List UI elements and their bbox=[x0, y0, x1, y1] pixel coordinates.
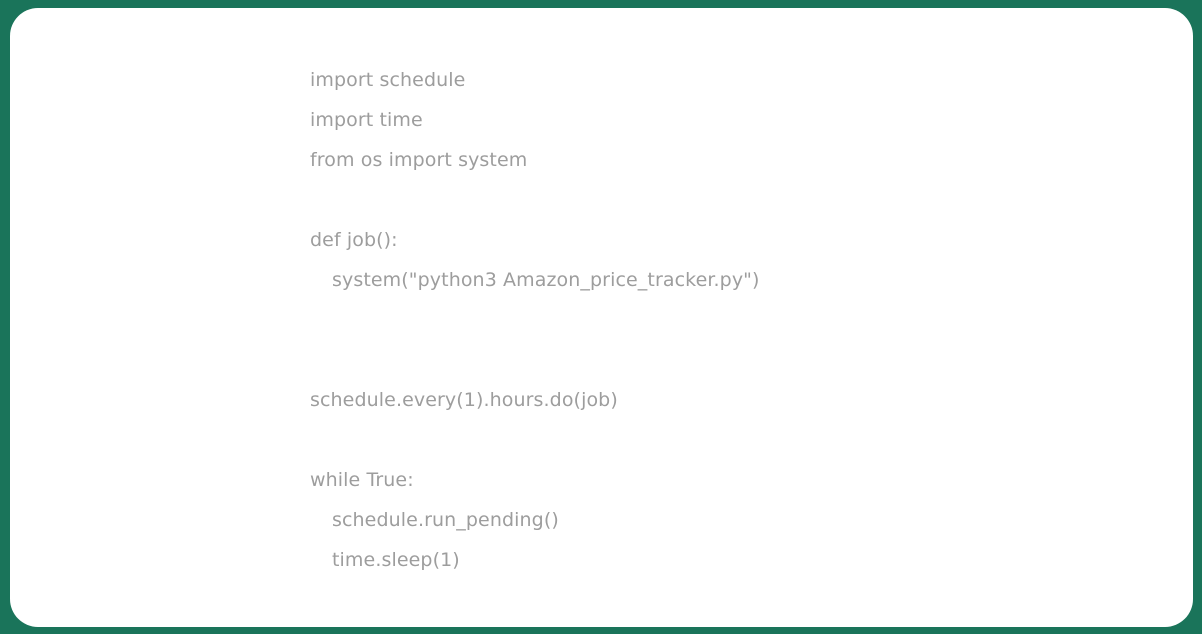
code-block: import schedule import time from os impo… bbox=[310, 60, 760, 580]
code-line: time.sleep(1) bbox=[332, 549, 460, 571]
code-line: system("python3 Amazon_price_tracker.py"… bbox=[332, 269, 760, 291]
code-line: while True: bbox=[310, 469, 414, 491]
code-line: from os import system bbox=[310, 149, 528, 171]
code-card: import schedule import time from os impo… bbox=[10, 8, 1193, 627]
code-line: import schedule bbox=[310, 69, 466, 91]
code-line: def job(): bbox=[310, 229, 398, 251]
code-line: import time bbox=[310, 109, 423, 131]
code-line: schedule.every(1).hours.do(job) bbox=[310, 389, 618, 411]
code-line-blank bbox=[310, 300, 760, 340]
code-line: schedule.run_pending() bbox=[332, 509, 559, 531]
code-line-blank bbox=[310, 340, 760, 380]
code-line-blank bbox=[310, 180, 760, 220]
code-line-blank bbox=[310, 420, 760, 460]
